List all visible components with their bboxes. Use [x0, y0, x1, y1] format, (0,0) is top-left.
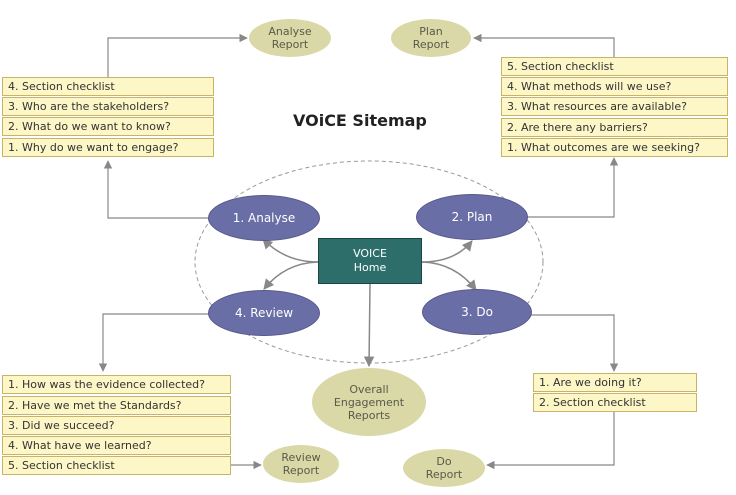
plan-item-1[interactable]: 1. What outcomes are we seeking? — [501, 138, 728, 157]
analyse-report-line1: Analyse — [268, 25, 312, 38]
plan-report-line1: Plan — [419, 25, 443, 38]
connector-home-analyse — [262, 238, 319, 263]
step-analyse-label: 1. Analyse — [232, 210, 296, 225]
overall-line3: Reports — [347, 408, 391, 422]
connector-home-do — [421, 261, 477, 291]
plan-item-4[interactable]: 4. What methods will we use? — [501, 77, 728, 96]
step-do[interactable]: 3. Do — [422, 289, 532, 335]
connector-do-step — [530, 314, 619, 372]
connector-analyse-report — [107, 33, 248, 77]
connector-home-review — [263, 261, 319, 290]
step-analyse[interactable]: 1. Analyse — [208, 195, 320, 241]
review-item-3[interactable]: 3. Did we succeed? — [2, 416, 231, 435]
connector-analyse-step — [103, 160, 209, 219]
step-plan-label: 2. Plan — [451, 209, 493, 224]
step-plan[interactable]: 2. Plan — [416, 194, 528, 240]
review-item-2[interactable]: 2. Have we met the Standards? — [2, 396, 231, 415]
analyse-item-3[interactable]: 3. Who are the stakeholders? — [2, 97, 214, 116]
do-item-1[interactable]: 1. Are we doing it? — [533, 373, 697, 392]
do-report-line1: Do — [436, 455, 452, 468]
do-item-2[interactable]: 2. Section checklist — [533, 393, 697, 412]
review-item-1[interactable]: 1. How was the evidence collected? — [2, 375, 231, 394]
home-line1: VOICE — [353, 247, 387, 260]
plan-item-5[interactable]: 5. Section checklist — [501, 57, 728, 76]
connector-review-step — [98, 313, 209, 372]
connector-home-overall — [363, 283, 375, 368]
connector-plan-report — [473, 33, 615, 57]
home-line2: Home — [353, 261, 387, 274]
page-title: VOiCE Sitemap — [293, 111, 427, 130]
step-do-label: 3. Do — [461, 304, 493, 319]
step-review[interactable]: 4. Review — [208, 290, 320, 336]
overall-line1: Overall — [349, 382, 389, 396]
review-report-line1: Review — [281, 451, 321, 464]
analyse-item-1[interactable]: 1. Why do we want to engage? — [2, 138, 214, 157]
connector-home-plan — [421, 240, 473, 263]
step-review-label: 4. Review — [234, 305, 294, 320]
review-item-5[interactable]: 5. Section checklist — [2, 456, 231, 475]
review-report-line2: Report — [282, 464, 320, 477]
plan-item-3[interactable]: 3. What resources are available? — [501, 97, 728, 116]
plan-item-2[interactable]: 2. Are there any barriers? — [501, 118, 728, 137]
connector-plan-step — [526, 157, 619, 218]
overall-line2: Engagement — [333, 395, 405, 409]
analyse-item-4[interactable]: 4. Section checklist — [2, 77, 214, 96]
plan-report-line2: Report — [412, 38, 450, 51]
do-report-line2: Report — [425, 468, 463, 481]
analyse-report-line2: Report — [271, 38, 309, 51]
review-item-4[interactable]: 4. What have we learned? — [2, 436, 231, 455]
analyse-item-2[interactable]: 2. What do we want to know? — [2, 117, 214, 136]
connector-do-report — [486, 410, 615, 470]
